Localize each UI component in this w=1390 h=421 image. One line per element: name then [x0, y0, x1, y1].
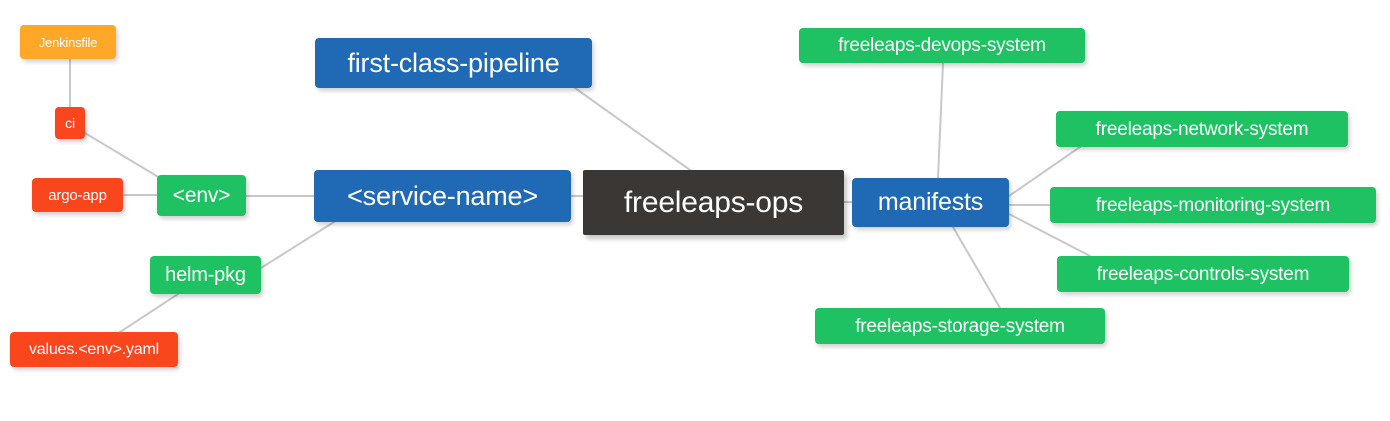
node-label-freeleaps-network-system: freeleaps-network-system — [1095, 118, 1309, 140]
node-values-env-yaml[interactable]: values.<env>.yaml — [10, 332, 178, 367]
node-freeleaps-monitoring-system[interactable]: freeleaps-monitoring-system — [1050, 187, 1376, 223]
node-label-ci: ci — [65, 115, 75, 131]
node-freeleaps-ops[interactable]: freeleaps-ops — [583, 170, 844, 235]
node-freeleaps-network-system[interactable]: freeleaps-network-system — [1056, 111, 1348, 147]
node-helm-pkg[interactable]: helm-pkg — [150, 256, 261, 294]
node-manifests[interactable]: manifests — [852, 178, 1009, 227]
node-label-env: <env> — [172, 184, 231, 207]
node-freeleaps-storage-system[interactable]: freeleaps-storage-system — [815, 308, 1105, 344]
node-label-argo-app: argo-app — [48, 186, 107, 204]
node-freeleaps-controls-system[interactable]: freeleaps-controls-system — [1057, 256, 1349, 292]
node-label-freeleaps-controls-system: freeleaps-controls-system — [1096, 263, 1310, 285]
node-label-freeleaps-monitoring-system: freeleaps-monitoring-system — [1095, 194, 1331, 216]
node-env[interactable]: <env> — [157, 175, 246, 216]
node-freeleaps-devops-system[interactable]: freeleaps-devops-system — [799, 28, 1085, 63]
edge-ci-to-env — [84, 132, 161, 179]
node-label-helm-pkg: helm-pkg — [165, 264, 246, 286]
node-first-class-pipeline[interactable]: first-class-pipeline — [315, 38, 592, 88]
node-label-first-class-pipeline: first-class-pipeline — [347, 47, 560, 78]
edge-first-class-pipeline-to-freeleaps-ops — [574, 87, 691, 171]
node-jenkinsfile[interactable]: Jenkinsfile — [20, 25, 116, 59]
node-label-jenkinsfile: Jenkinsfile — [38, 34, 98, 50]
node-ci[interactable]: ci — [55, 107, 85, 139]
node-argo-app[interactable]: argo-app — [32, 178, 123, 212]
edge-manifests-to-freeleaps-storage-system — [952, 226, 1001, 309]
node-label-values-env-yaml: values.<env>.yaml — [28, 340, 159, 358]
edge-manifests-to-freeleaps-devops-system — [937, 62, 944, 179]
node-label-manifests: manifests — [877, 188, 984, 216]
node-label-freeleaps-devops-system: freeleaps-devops-system — [838, 35, 1046, 56]
node-label-freeleaps-storage-system: freeleaps-storage-system — [855, 315, 1065, 337]
edge-helm-pkg-to-values-env-yaml — [119, 293, 179, 333]
node-label-freeleaps-ops: freeleaps-ops — [623, 185, 804, 219]
node-service-name[interactable]: <service-name> — [314, 170, 571, 222]
edge-service-name-to-helm-pkg — [260, 221, 335, 269]
node-label-service-name: <service-name> — [347, 180, 538, 211]
